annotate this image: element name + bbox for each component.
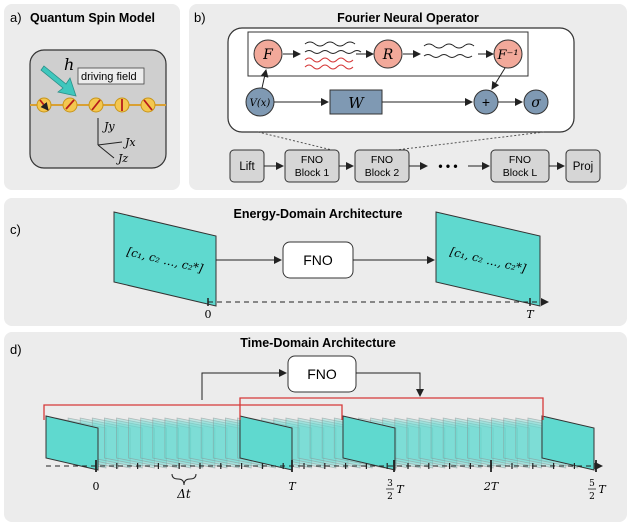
wave-red-2 [304,64,354,70]
time-tick-label-unit: T [598,483,607,496]
pipeline-block-4-line1: FNO [509,154,531,166]
panel-d-letter: d) [10,342,22,357]
energy-fno-label: FNO [303,252,333,268]
dt-brace [171,473,197,486]
time-tick-label-4: 2T [483,480,500,493]
spin-1 [36,97,52,113]
wave-2 [304,50,362,54]
time-tick-label-3: 3 [387,479,393,489]
pipeline-block-4-line2: Block L [503,167,538,179]
time-frames [45,415,595,471]
pipeline-ellipsis: • • • [438,159,457,173]
r-node [373,39,403,69]
sigma-node [523,89,549,115]
time-tick-label-denominator: 2 [387,492,393,502]
driving-field-label: driving field [81,71,137,83]
time-tick-label-unit: T [396,483,405,496]
panel-b: b) Fourier Neural Operator F R F⁻¹ V(x) … [189,4,627,190]
wave-3 [423,43,475,49]
time-tick-label-1: 0 [93,480,100,493]
axis-x [97,141,123,146]
dt-label: Δt [176,487,191,501]
w-node-label: W [348,94,365,112]
panel-c: c) Energy-Domain Architecture [c₁, c₂ …,… [4,198,627,326]
spin-3 [88,97,104,113]
energy-tick-label-0: 0 [205,308,212,321]
panel-b-title: Fourier Neural Operator [337,11,479,25]
sigma-node-label: σ [531,95,541,111]
axis-x-label: Jx [123,136,136,149]
wave-red-1 [304,57,354,63]
driving-field-label-box [77,67,145,85]
pipeline-block-1-label: Lift [239,161,255,173]
pipeline-block-5-label: Proj [573,161,593,173]
axis-z [97,144,115,159]
time-fno-box [287,355,357,393]
fourier-node [253,39,283,69]
panel-a: a) Quantum Spin Model h driving field Jy… [4,4,180,190]
spin-2 [62,97,78,113]
energy-tick-label-t: T [526,308,535,321]
panel-d-title: Time-Domain Architecture [240,336,396,350]
input-window-bracket [43,404,343,420]
output-spectrum-panel [435,211,541,307]
panel-c-title: Energy-Domain Architecture [233,207,402,221]
time-frame-solid-1 [45,415,99,471]
plus-node-label: + [482,94,490,110]
r-node-label: R [382,47,394,63]
time-frame-solid-3 [342,415,396,471]
output-window-bracket [239,397,544,420]
time-frame-faded [152,417,204,469]
wave-4 [423,54,473,58]
panel-a-title: Quantum Spin Model [30,11,155,25]
time-fno-label: FNO [307,366,337,382]
w-node [329,89,383,115]
panel-a-letter: a) [10,10,22,25]
time-frame-faded [442,417,494,469]
time-frame-solid-4 [541,415,595,471]
panel-b-letter: b) [194,10,206,25]
pipeline-block-3-line2: Block 2 [365,167,400,179]
pipeline-block-2-line1: FNO [301,154,323,166]
pipeline-block-3-line1: FNO [371,154,393,166]
pipeline-block-2-line2: Block 1 [295,167,330,179]
fourier-node-label: F [262,47,274,63]
panel-c-letter: c) [10,222,21,237]
fno-block-detail [227,27,575,133]
driving-field-arrow [40,65,77,97]
wave-1 [304,41,356,47]
pipeline-block-5 [565,149,601,183]
arrow-v-f [260,69,269,89]
time-tick-label-5: 5 [589,479,595,489]
field-symbol: h [64,55,74,74]
axis-y-label: Jy [102,120,115,133]
spectral-path-box [247,31,529,77]
zoom-line-right [395,131,545,151]
v-node-label: V(x) [250,98,271,109]
axis-z-label: Jz [116,152,128,165]
arrow-window-fno [201,369,287,400]
spin-4 [114,97,130,113]
inverse-fourier-node [493,39,523,69]
inverse-fourier-node-label: F⁻¹ [496,48,518,63]
input-spectrum-panel [113,211,217,307]
arrow-finv-plus [491,67,506,90]
time-frame-faded [188,417,240,469]
spin-5 [140,97,156,113]
time-tick-label-2: T [288,480,297,493]
zoom-line-left [257,131,333,151]
arrow-fno-output-window [356,372,424,397]
time-tick-label-denominator: 2 [589,492,595,502]
